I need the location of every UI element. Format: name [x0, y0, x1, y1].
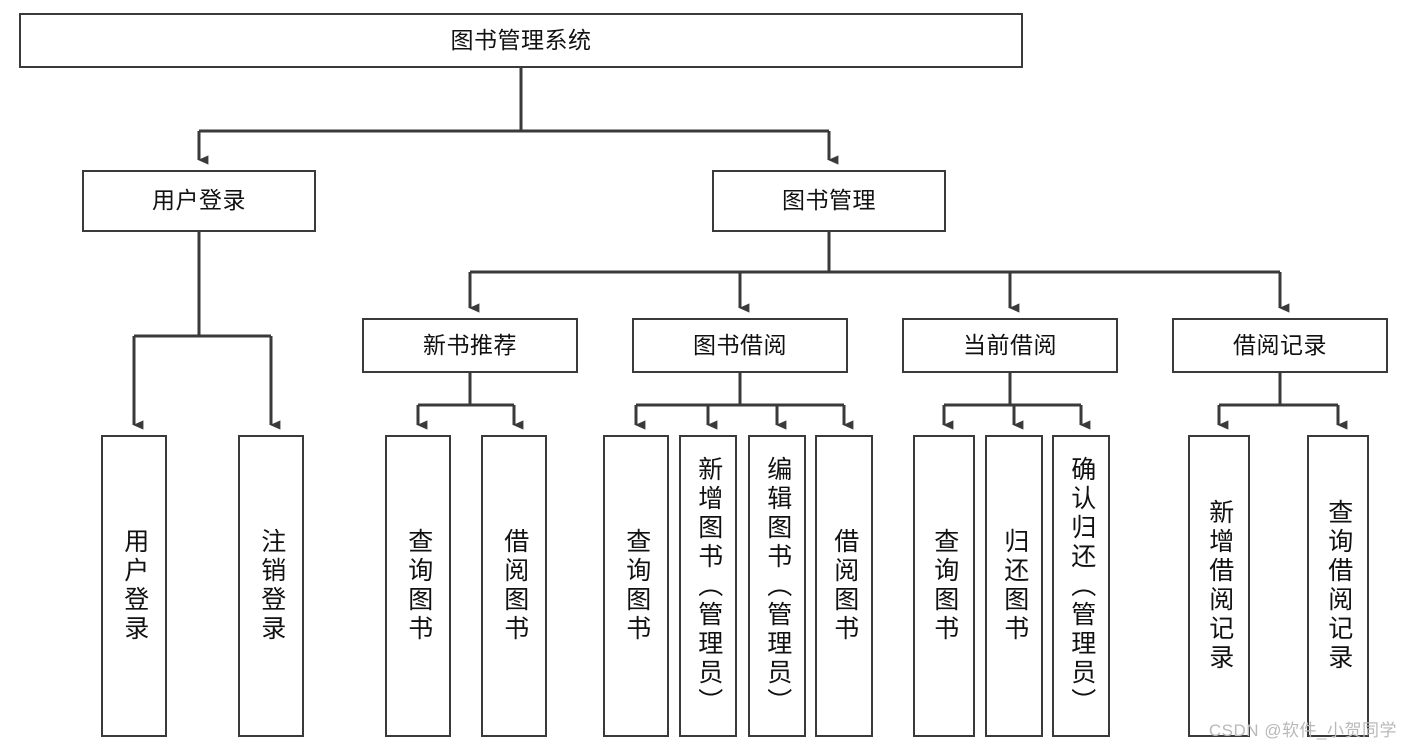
node-new-book-recommend-label: 新书推荐: [423, 331, 517, 358]
node-root-label: 图书管理系统: [450, 26, 592, 53]
node-book-management[interactable]: 图书管理: [712, 170, 946, 232]
leaf-user-login-label: 用户登录: [120, 528, 149, 644]
leaf-logout-label: 注销登录: [257, 528, 286, 644]
leaf-query-book-borrow[interactable]: 查询图书: [603, 435, 669, 737]
leaf-query-book-borrow-label: 查询图书: [622, 528, 651, 644]
node-borrow-records[interactable]: 借阅记录: [1172, 318, 1388, 373]
node-book-management-label: 图书管理: [782, 187, 876, 214]
leaf-add-borrow-record[interactable]: 新增借阅记录: [1188, 435, 1250, 737]
leaf-query-borrow-record[interactable]: 查询借阅记录: [1307, 435, 1369, 737]
leaf-query-book-current-label: 查询图书: [930, 528, 959, 644]
leaf-user-login[interactable]: 用户登录: [101, 435, 167, 737]
node-new-book-recommend[interactable]: 新书推荐: [362, 318, 578, 373]
node-current-borrow-label: 当前借阅: [963, 331, 1057, 358]
leaf-borrow-book-label: 借阅图书: [830, 528, 859, 644]
leaf-confirm-return-admin-label: 确认归还（管理员）: [1067, 455, 1096, 717]
leaf-query-book-current[interactable]: 查询图书: [913, 435, 975, 737]
node-book-borrow-label: 图书借阅: [693, 331, 787, 358]
csdn-watermark: CSDN @软件_小贺同学: [1208, 721, 1397, 740]
leaf-add-borrow-record-label: 新增借阅记录: [1205, 499, 1234, 673]
leaf-logout[interactable]: 注销登录: [238, 435, 304, 737]
leaf-return-book[interactable]: 归还图书: [985, 435, 1043, 737]
leaf-query-book-recommend[interactable]: 查询图书: [385, 435, 451, 737]
node-current-borrow[interactable]: 当前借阅: [902, 318, 1118, 373]
node-borrow-records-label: 借阅记录: [1233, 331, 1327, 358]
node-user-login-label: 用户登录: [152, 187, 246, 214]
node-user-login[interactable]: 用户登录: [82, 170, 316, 232]
leaf-add-book-admin-label: 新增图书（管理员）: [694, 455, 723, 717]
leaf-confirm-return-admin[interactable]: 确认归还（管理员）: [1052, 435, 1110, 737]
node-root[interactable]: 图书管理系统: [19, 13, 1023, 68]
leaf-borrow-book[interactable]: 借阅图书: [815, 435, 873, 737]
leaf-return-book-label: 归还图书: [1000, 528, 1029, 644]
leaf-add-book-admin[interactable]: 新增图书（管理员）: [679, 435, 737, 737]
node-book-borrow[interactable]: 图书借阅: [632, 318, 848, 373]
leaf-query-borrow-record-label: 查询借阅记录: [1324, 499, 1353, 673]
leaf-edit-book-admin[interactable]: 编辑图书（管理员）: [748, 435, 806, 737]
leaf-borrow-book-recommend-label: 借阅图书: [500, 528, 529, 644]
leaf-edit-book-admin-label: 编辑图书（管理员）: [763, 455, 792, 717]
leaf-query-book-recommend-label: 查询图书: [404, 528, 433, 644]
leaf-borrow-book-recommend[interactable]: 借阅图书: [481, 435, 547, 737]
